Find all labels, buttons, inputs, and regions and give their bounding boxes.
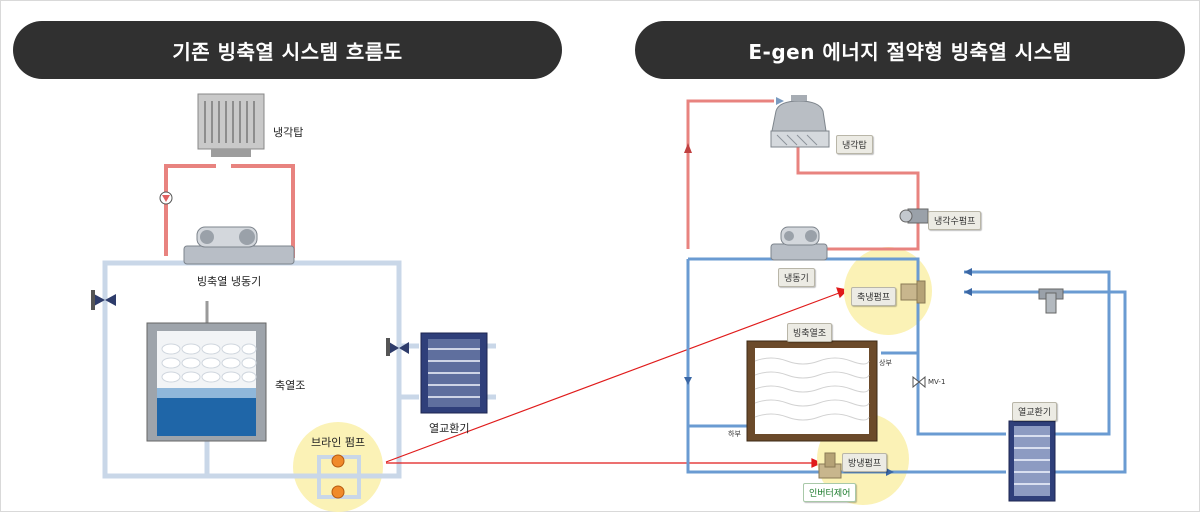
legacy-storage-tank: [146, 322, 267, 442]
legacy-cooling-tower: [197, 93, 265, 157]
egen-discharge-pump: [818, 452, 842, 479]
egen-chiller-label: 냉동기: [778, 268, 815, 287]
egen-inverter-label: 인버터제어: [803, 483, 857, 502]
egen-valve-label: MV-1: [928, 378, 946, 386]
egen-cooling-tower: [770, 95, 830, 148]
egen-heat-exchanger: [1008, 420, 1056, 502]
egen-cooling-water-pump: [899, 208, 929, 224]
egen-chiller: [770, 226, 828, 261]
legacy-brine-pump-label: 브라인 펌프: [311, 436, 366, 449]
egen-brine-piping: [686, 257, 1127, 474]
improvement-arrows: [385, 287, 849, 468]
egen-storage-pump: [900, 280, 926, 304]
egen-system-title: E-gen 에너지 절약형 빙축열 시스템: [635, 21, 1185, 79]
legacy-storage-tank-label: 축열조: [275, 379, 306, 392]
egen-cooling-water-pipe: [686, 99, 920, 251]
legacy-chiller: [183, 226, 295, 265]
legacy-heat-exchanger: [420, 332, 488, 414]
egen-mv-valve: [912, 375, 926, 389]
egen-discharge-pump-label: 방냉펌프: [842, 453, 888, 472]
legacy-valve-right: [386, 338, 409, 356]
egen-ice-tank: [746, 340, 878, 442]
egen-heat-exchanger-label: 열교환기: [1012, 402, 1058, 421]
legacy-valve-left: [91, 290, 116, 310]
egen-return-pump: [1038, 288, 1064, 314]
legacy-chiller-label: 빙축열 냉동기: [197, 275, 262, 288]
egen-ice-tank-label: 빙축열조: [787, 323, 833, 342]
egen-cooling-tower-label: 냉각탑: [836, 135, 873, 154]
egen-lower-label: 하부: [728, 430, 741, 438]
egen-cooling-water-pump-label: 냉각수펌프: [928, 211, 982, 230]
legacy-brine-pump: [317, 454, 361, 499]
legacy-heat-exchanger-label: 열교환기: [429, 422, 470, 435]
legacy-cooling-tower-label: 냉각탑: [273, 126, 304, 139]
egen-upper-label: 상부: [879, 359, 892, 367]
legacy-system-title: 기존 빙축열 시스템 흐름도: [13, 21, 562, 79]
egen-storage-pump-label: 축냉펌프: [851, 287, 897, 306]
